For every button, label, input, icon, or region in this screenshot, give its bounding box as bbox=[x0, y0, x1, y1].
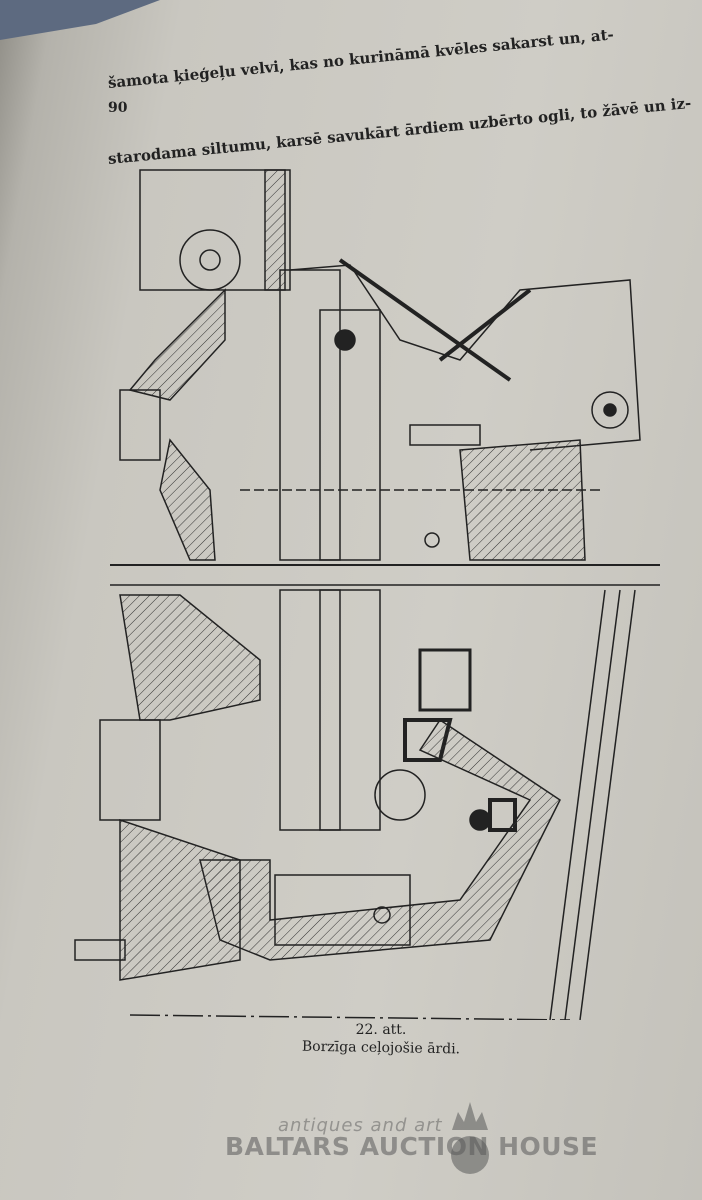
body-text-line-2: starodama siltumu, karsē savukārt ārdiem… bbox=[107, 93, 692, 168]
figure-number: 22. att. bbox=[355, 1022, 407, 1038]
body-text-line-1: šamota ķieģeļu velvi, kas no kurināmā kv… bbox=[107, 25, 615, 92]
figure-caption: Borzīga ceļojošie ārdi. bbox=[301, 1038, 461, 1058]
crown-logo-icon bbox=[451, 1102, 489, 1174]
page-number: 90 bbox=[108, 100, 128, 116]
background-fabric bbox=[0, 0, 160, 40]
technical-drawing-travelling-grate bbox=[74, 169, 660, 1020]
watermark-tagline: antiques and art bbox=[278, 1115, 443, 1136]
watermark-name: BALTARS AUCTION HOUSE bbox=[225, 1132, 599, 1161]
